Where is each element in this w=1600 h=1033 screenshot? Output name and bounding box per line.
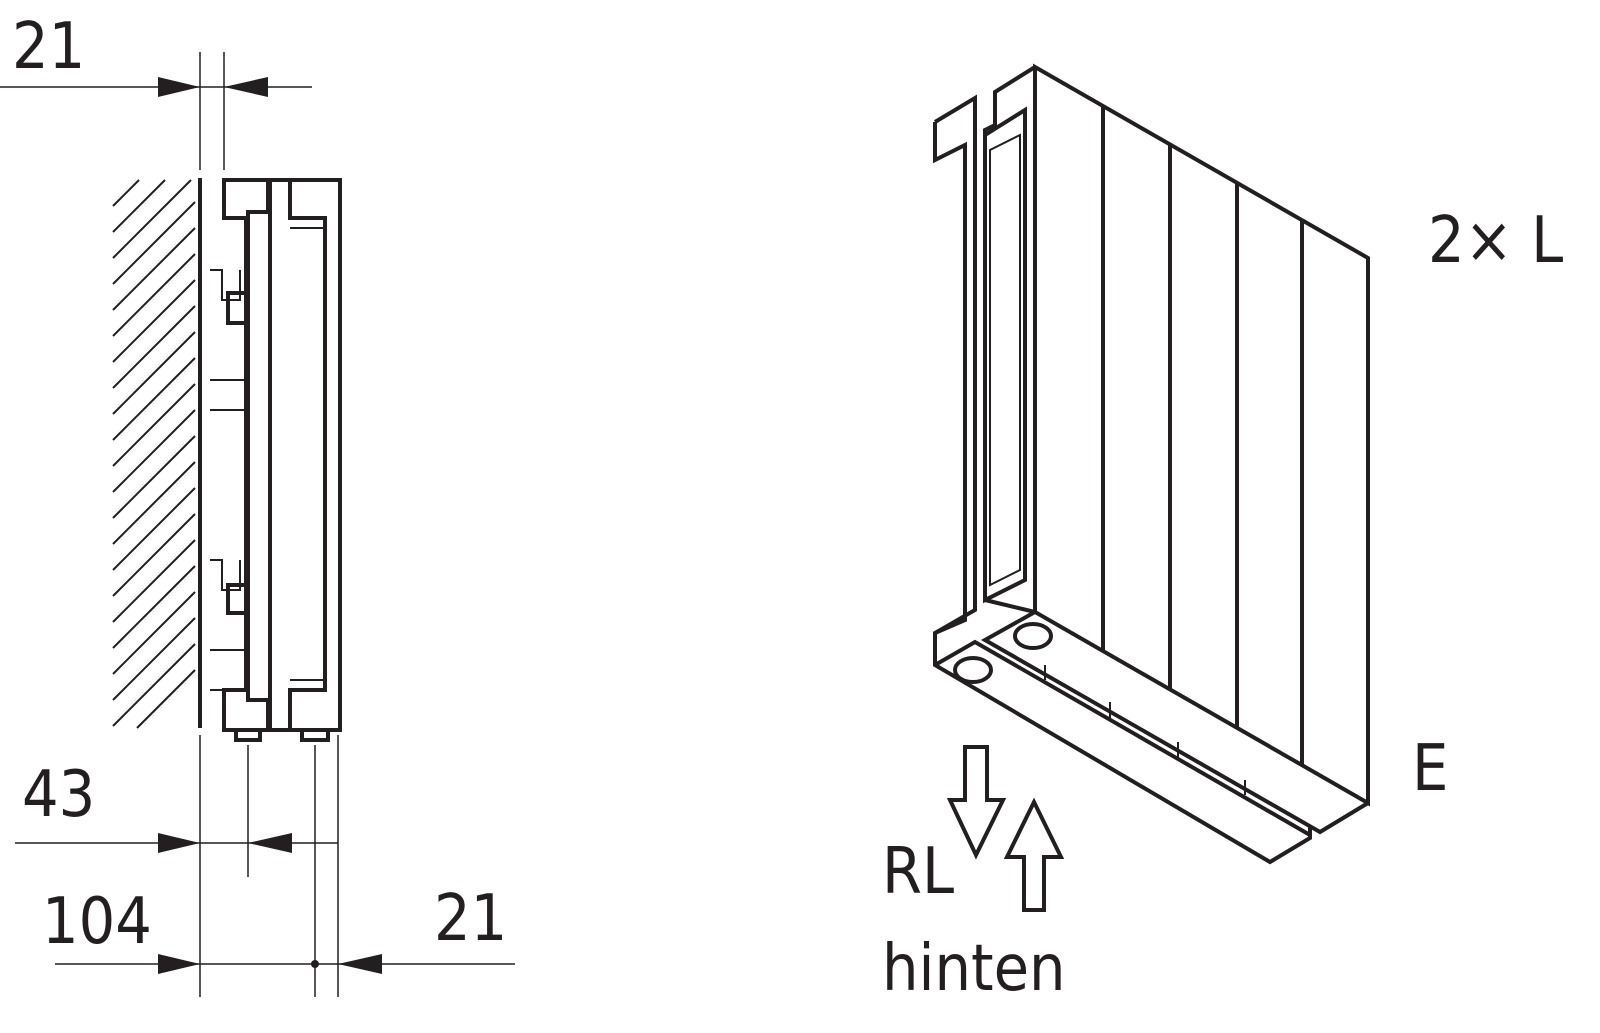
hatch-line <box>112 539 196 623</box>
rl-label: RL <box>882 835 954 909</box>
hatch-line <box>112 383 196 467</box>
return-arrow-down-icon <box>946 745 1007 860</box>
front-face <box>1033 63 1370 807</box>
hatch-line <box>136 669 196 729</box>
e-label: E <box>1412 732 1448 806</box>
bottom-rail <box>934 639 1311 837</box>
isometric-view: 2× L E RL hinten <box>882 63 1563 1006</box>
dim-bottom-right-label: 21 <box>434 882 507 956</box>
width-label: 2× L <box>1428 204 1563 278</box>
hatch-line <box>112 357 196 441</box>
hook-detail <box>210 269 245 691</box>
upper-hook <box>226 291 250 325</box>
radiator-body <box>268 178 327 732</box>
hatch-line <box>112 227 196 311</box>
dimension-lines <box>0 52 515 997</box>
hatch-line <box>112 435 196 519</box>
hatch-line <box>112 201 196 285</box>
pipe-connection <box>234 728 262 742</box>
pipe-connection <box>1013 622 1053 650</box>
side-view: 21 43 104 21 <box>0 10 515 997</box>
front-panel <box>288 178 342 732</box>
dim-top-label: 21 <box>12 10 85 84</box>
hatch-line <box>112 565 196 649</box>
hatch-line <box>112 591 196 675</box>
hatch-line <box>112 461 196 545</box>
hatch-line <box>112 617 196 701</box>
hatch-line <box>112 305 196 389</box>
hatch-line <box>112 409 196 493</box>
bottom-edge <box>980 610 1370 835</box>
hatch-line <box>112 179 140 207</box>
dim-104-label: 104 <box>42 885 152 959</box>
panel-dividers <box>1101 106 1304 766</box>
hatch-line <box>112 179 192 259</box>
hinten-label: hinten <box>882 932 1066 1006</box>
bracket-edge <box>933 122 967 635</box>
wall-hatching <box>112 179 196 729</box>
hatch-line <box>112 253 196 337</box>
pipe-connection <box>953 656 993 684</box>
lower-hook <box>226 583 250 615</box>
hatch-line <box>112 643 196 727</box>
hatch-line <box>112 331 196 415</box>
hatch-line <box>112 279 196 363</box>
hatch-line <box>112 513 196 597</box>
dim-43-label: 43 <box>22 758 95 832</box>
side-frame <box>983 65 1037 614</box>
hatch-line <box>112 179 166 233</box>
flow-arrow-up-icon <box>1003 797 1065 912</box>
hatch-line <box>112 487 196 571</box>
pipe-connection <box>300 728 330 742</box>
bracket-inner <box>983 106 1027 604</box>
wall-bracket <box>222 178 270 732</box>
back-bracket <box>933 94 1312 865</box>
